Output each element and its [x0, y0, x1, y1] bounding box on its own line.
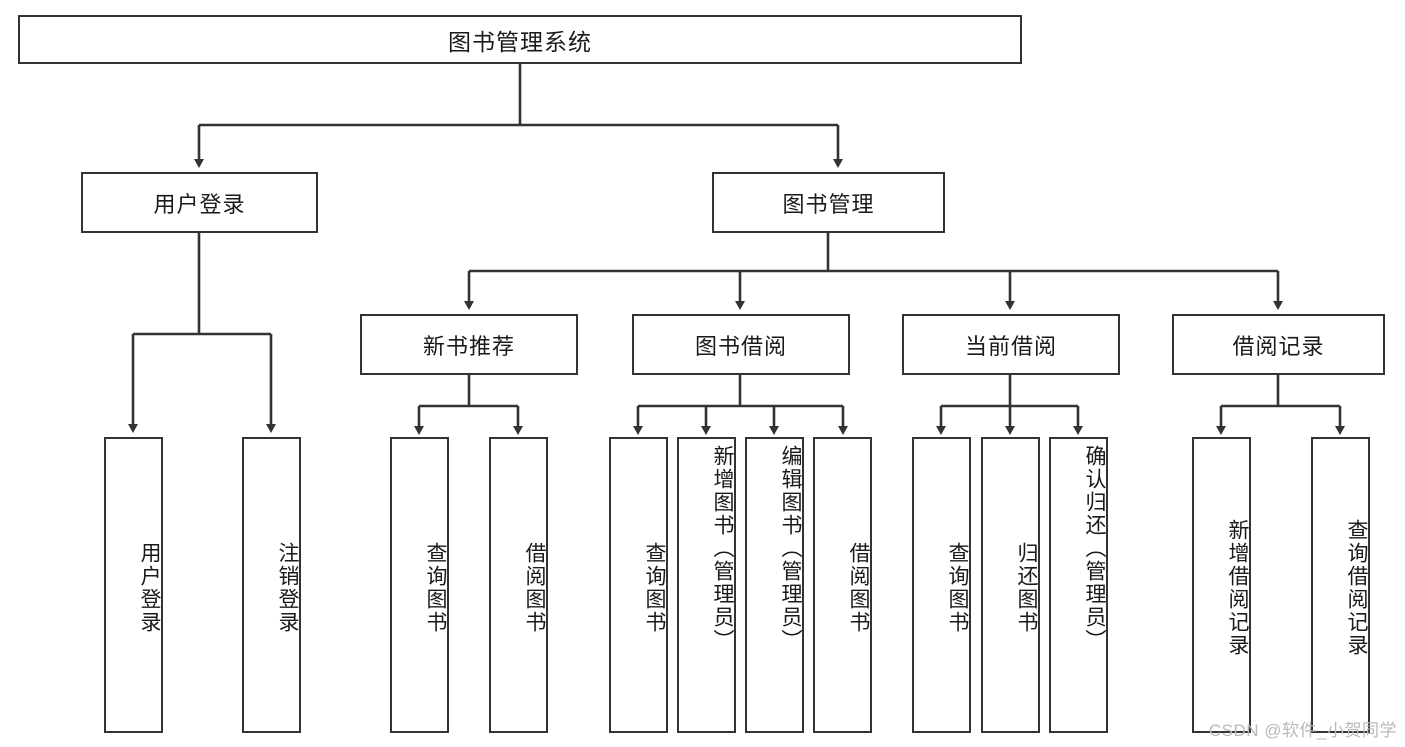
- leaf-confirm-return-admin[interactable]: 确认归还（管理员）: [1049, 437, 1108, 733]
- watermark-text: CSDN @软件_小贺同学: [1208, 721, 1397, 740]
- leaf-borrow-book[interactable]: 借阅图书: [813, 437, 872, 733]
- node-user-login[interactable]: 用户登录: [81, 172, 318, 233]
- leaf-logout[interactable]: 注销登录: [242, 437, 301, 733]
- node-borrow-record[interactable]: 借阅记录: [1172, 314, 1385, 375]
- leaf-query-book-borrow[interactable]: 查询图书: [609, 437, 668, 733]
- node-book-management[interactable]: 图书管理: [712, 172, 945, 233]
- node-book-borrow[interactable]: 图书借阅: [632, 314, 850, 375]
- node-new-book-recommend[interactable]: 新书推荐: [360, 314, 578, 375]
- leaf-query-borrow-record[interactable]: 查询借阅记录: [1311, 437, 1370, 733]
- leaf-edit-book-admin[interactable]: 编辑图书（管理员）: [745, 437, 804, 733]
- node-current-borrow[interactable]: 当前借阅: [902, 314, 1120, 375]
- leaf-return-book[interactable]: 归还图书: [981, 437, 1040, 733]
- leaf-user-login[interactable]: 用户登录: [104, 437, 163, 733]
- leaf-add-borrow-record[interactable]: 新增借阅记录: [1192, 437, 1251, 733]
- leaf-borrow-book-recommend[interactable]: 借阅图书: [489, 437, 548, 733]
- leaf-query-book-recommend[interactable]: 查询图书: [390, 437, 449, 733]
- leaf-add-book-admin[interactable]: 新增图书（管理员）: [677, 437, 736, 733]
- node-root-system[interactable]: 图书管理系统: [18, 15, 1022, 64]
- leaf-query-book-current[interactable]: 查询图书: [912, 437, 971, 733]
